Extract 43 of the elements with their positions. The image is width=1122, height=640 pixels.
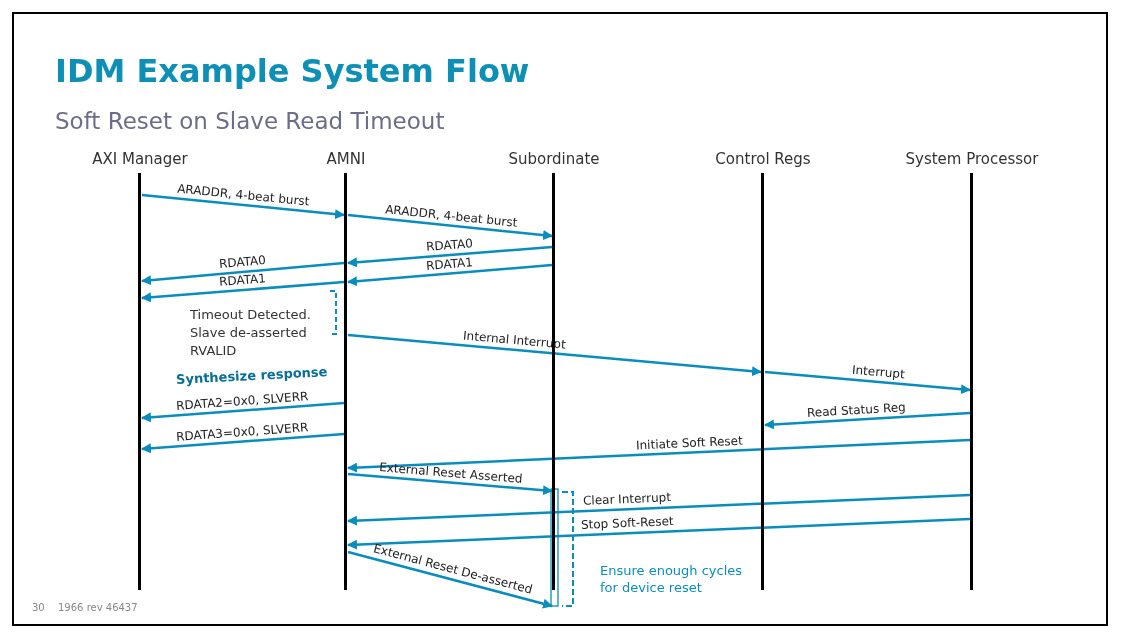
edge-label: RDATA2=0x0, SLVERR: [174, 387, 310, 414]
arrow: [764, 411, 971, 430]
edge-label: ARADDR, 4-beat burst: [176, 180, 312, 210]
participant-label: Control Regs: [714, 150, 812, 168]
edge-label: RDATA0: [217, 252, 268, 273]
edge-label: Initiate Soft Reset: [634, 432, 745, 454]
arrow: [347, 517, 971, 550]
arrow: [141, 432, 345, 454]
subtitle: Soft Reset on Slave Read Timeout: [55, 108, 445, 134]
edge-label: Internal Interrupt: [461, 327, 567, 353]
arrow: [764, 370, 971, 395]
edge-label: RDATA1: [424, 253, 475, 274]
edge-label: ARADDR, 4-beat burst: [383, 200, 519, 231]
arrow: [141, 401, 345, 423]
arrow: [347, 263, 553, 287]
annotation-note: Ensure enough cycles for device reset: [600, 562, 744, 596]
participant-label: AMNI: [325, 150, 367, 168]
participant-label: System Processor: [904, 150, 1040, 168]
arrow: [347, 438, 971, 473]
arrow: [347, 245, 553, 268]
arrow: [347, 550, 553, 609]
arrow: [347, 213, 553, 241]
arrow: [141, 280, 345, 303]
edge-label: External Reset Asserted: [377, 458, 524, 487]
edge-label: Read Status Reg: [805, 398, 908, 421]
arrow: [347, 472, 553, 496]
edge-label: Interrupt: [850, 361, 907, 383]
arrow: [141, 193, 345, 220]
edge-label: Stop Soft-Reset: [579, 513, 675, 534]
footer-text: 1966 rev 46437: [58, 602, 138, 613]
edge-label: RDATA1: [217, 270, 268, 290]
page-number: 30: [32, 602, 45, 613]
participant-label: AXI Manager: [91, 150, 189, 168]
slide-title: IDM Example System Flow: [55, 52, 530, 90]
edge-label: RDATA0: [424, 235, 475, 255]
edge-label: Clear Interrupt: [582, 489, 673, 510]
arrow: [347, 333, 762, 377]
arrow: [141, 261, 345, 286]
annotation-note: Synthesize response: [175, 364, 328, 387]
edge-label: RDATA3=0x0, SLVERR: [174, 418, 310, 445]
participant-label: Subordinate: [507, 150, 601, 168]
annotation-note: Timeout Detected. Slave de-asserted RVALID: [190, 306, 312, 360]
arrow: [347, 493, 971, 526]
